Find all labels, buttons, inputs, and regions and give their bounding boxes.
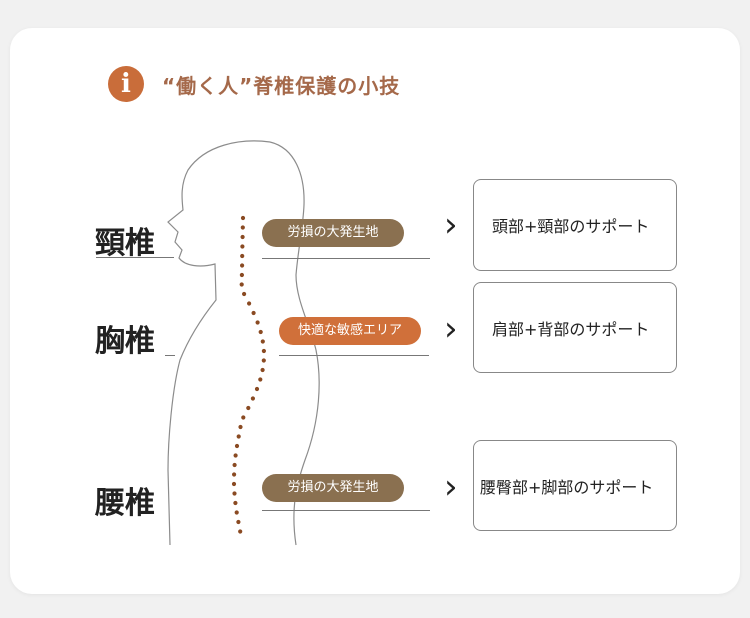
tag-line-cervical <box>262 258 430 259</box>
spine-dot <box>260 367 265 373</box>
tag-pill-thoracic: 快適な敏感エリア <box>279 317 421 345</box>
spine-dot <box>240 244 245 249</box>
spine-dot <box>240 215 246 221</box>
spine-dot <box>255 320 260 325</box>
spine-dot <box>239 272 244 278</box>
support-box-thoracic: 肩部+背部のサポート <box>473 282 677 373</box>
spine-dot <box>240 253 245 259</box>
underline-thoracic <box>165 355 175 356</box>
spine-dot <box>240 234 245 240</box>
spine-dot <box>240 225 245 230</box>
spine-dot <box>236 519 241 525</box>
spine-dot <box>261 348 266 354</box>
spine-dot <box>234 510 239 515</box>
tag-line-lumbar <box>262 510 430 511</box>
tag-pill-lumbar: 労損の大発生地 <box>262 474 404 502</box>
spine-dot <box>236 434 241 439</box>
spine-dot <box>250 396 255 401</box>
spine-dot <box>232 491 237 496</box>
spine-dot <box>239 282 244 287</box>
support-box-cervical: 頭部+頸部のサポート <box>473 179 677 271</box>
spine-dot <box>233 500 238 506</box>
underline-cervical <box>96 257 174 258</box>
spine-dot <box>232 472 237 477</box>
page-title: “働く人”脊椎保護の小技 <box>162 74 401 98</box>
spine-dot <box>246 405 251 411</box>
tag-line-thoracic <box>279 355 429 356</box>
spine-dot <box>261 358 266 363</box>
chevron-right-icon: › <box>444 467 458 507</box>
support-box-lumbar: 腰臀部+脚部のサポート <box>473 440 677 531</box>
spine-dot <box>240 263 245 268</box>
spine-dot <box>234 443 240 449</box>
spine-dot <box>242 291 247 297</box>
tag-pill-cervical: 労損の大発生地 <box>262 219 404 247</box>
spine-dot <box>233 453 238 458</box>
spine-dot <box>247 301 252 306</box>
support-label-lumbar: 腰臀部+脚部のサポート <box>480 477 654 497</box>
spine-dot <box>232 462 237 468</box>
chevron-right-icon: › <box>444 205 458 245</box>
spine-dot <box>251 310 256 316</box>
spine-dot <box>238 424 243 430</box>
support-label-cervical: 頭部+頸部のサポート <box>492 217 650 236</box>
spine-dot <box>238 529 243 534</box>
spine-dot <box>231 481 237 487</box>
spine-dot <box>258 377 263 382</box>
support-label-thoracic: 肩部+背部のサポート <box>492 319 650 339</box>
region-label-thoracic: 胸椎 <box>95 324 155 359</box>
spine-dot <box>254 386 260 392</box>
chevron-right-icon: › <box>444 309 458 349</box>
spine-dot <box>260 339 265 344</box>
spine-dot <box>258 329 263 335</box>
spine-dot <box>241 415 246 420</box>
spine-dots <box>231 215 266 534</box>
info-icon: i <box>108 66 144 102</box>
region-label-cervical: 頸椎 <box>95 226 155 261</box>
region-label-lumbar: 腰椎 <box>95 486 155 521</box>
